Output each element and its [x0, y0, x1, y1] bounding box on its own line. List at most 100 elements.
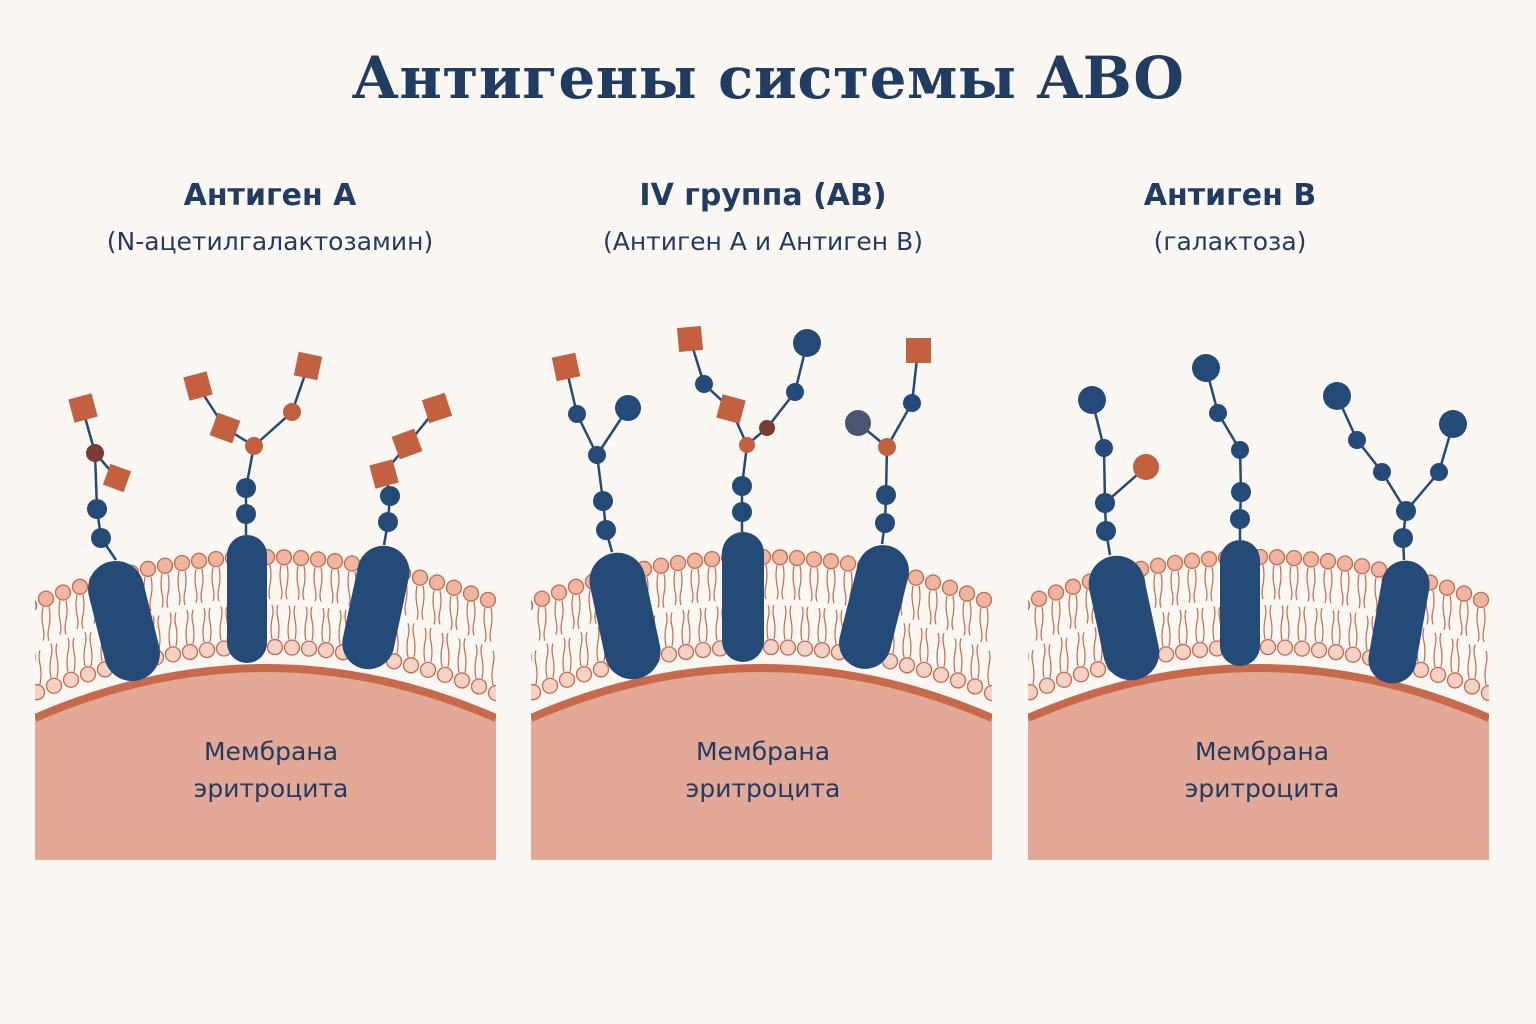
lipid-tail [1456, 638, 1460, 673]
lipid-head [300, 640, 318, 657]
lipid-tail [1348, 612, 1352, 647]
lipid-tail [404, 581, 408, 616]
lipid-head [317, 642, 335, 659]
lipid-head [1174, 643, 1192, 661]
sugar-node [875, 513, 895, 533]
lipid-tail [936, 632, 940, 668]
panel-title-group-ab: IV группа (AB) [639, 178, 887, 213]
chain-link [244, 445, 256, 535]
lipid-tail [766, 604, 770, 640]
lipid-head [292, 549, 310, 567]
lipid-tail [1278, 565, 1282, 600]
lipid-tail [276, 604, 280, 640]
lipid-tail [664, 612, 668, 647]
lipid-tail [49, 643, 53, 678]
lipid-tail [463, 638, 467, 673]
lipid-head [1285, 549, 1303, 567]
lipid-head [1336, 555, 1354, 572]
lipid-tail [429, 627, 433, 662]
lipid-tail [1074, 594, 1078, 629]
lipid-tail [562, 637, 566, 672]
transmembrane-protein [839, 545, 909, 669]
lipid-tail [168, 612, 172, 647]
lipid-head [1030, 590, 1048, 607]
lipid-tail [1331, 610, 1335, 645]
lipid-tail [1467, 644, 1471, 679]
lipid-tail [968, 601, 972, 636]
antigen-a-square [906, 338, 931, 363]
lipid-tail [438, 590, 442, 625]
lipid-tail [1201, 607, 1205, 643]
lipid-tail [183, 570, 187, 606]
lipid-tail [310, 606, 314, 641]
lipid-head [1064, 578, 1082, 595]
lipid-head [1157, 646, 1175, 663]
lipid-tail [1093, 627, 1097, 662]
lipid-head [531, 684, 542, 701]
lipid-head [575, 666, 593, 683]
antigen-b-circle [615, 395, 641, 421]
lipid-head [35, 599, 38, 611]
lipid-tail [1297, 606, 1301, 641]
protein-chains [551, 325, 931, 680]
lipid-tail [1329, 569, 1333, 604]
sugar-node [878, 438, 896, 456]
lipid-head [779, 639, 797, 656]
lipid-tail [715, 606, 719, 641]
lipid-tail [1337, 610, 1341, 645]
lipid-tail [1363, 574, 1367, 609]
lipid-head [1463, 678, 1481, 695]
lipid-tail [1178, 609, 1182, 645]
lipid-tail [679, 570, 683, 606]
lipid-tail [902, 623, 906, 658]
antigen-a-square [183, 371, 213, 401]
lipid-head [173, 554, 191, 572]
lipid-tail [296, 565, 300, 601]
lipid-tail [1059, 637, 1063, 672]
lipid-head [907, 569, 925, 586]
sugar-node [380, 486, 400, 506]
sugar-node [87, 499, 107, 519]
lipid-tail [472, 601, 476, 636]
lipid-tail [1167, 612, 1171, 647]
lipid-head [207, 550, 225, 568]
lipid-head [479, 591, 496, 609]
lipid-tail [336, 569, 340, 604]
lipid-head [266, 638, 284, 656]
membrane-antigen-a [35, 548, 496, 860]
lipid-head [283, 639, 301, 656]
protein-chains [1078, 354, 1467, 684]
lipid-tail [1295, 565, 1299, 601]
lipid-head [813, 642, 831, 659]
lipid-tail [1042, 643, 1046, 678]
sugar-node [236, 478, 256, 498]
lipid-head [1149, 557, 1167, 574]
lipid-tail [656, 573, 660, 608]
lipid-tail [313, 567, 317, 602]
lipid-tail [1082, 632, 1086, 667]
lipid-tail [976, 644, 980, 679]
lipid-tail [713, 567, 717, 602]
chain-link [746, 342, 809, 446]
sugar-node [1231, 441, 1249, 459]
lipid-tail [934, 590, 938, 625]
lipid-tail [789, 605, 793, 640]
lipid-tail [58, 600, 62, 635]
chain-link [253, 365, 310, 447]
lipid-tail [160, 573, 164, 608]
sugar-node [91, 528, 111, 548]
membrane-label-line2: эритроцита [686, 774, 841, 803]
lipid-head [796, 640, 814, 657]
lipid-head [1327, 644, 1345, 661]
sugar-node [245, 437, 263, 455]
lipid-tail [1280, 605, 1284, 640]
lipid-tail [1040, 606, 1044, 641]
membrane-label-line1: Мембрана [204, 737, 338, 766]
lipid-head [71, 578, 89, 595]
sugar-node [283, 403, 301, 421]
lipid-tail [330, 569, 334, 604]
lipid-tail [1269, 604, 1273, 640]
lipid-tail [1024, 613, 1026, 647]
lipid-tail [480, 644, 484, 679]
lipid-tail [979, 607, 983, 643]
